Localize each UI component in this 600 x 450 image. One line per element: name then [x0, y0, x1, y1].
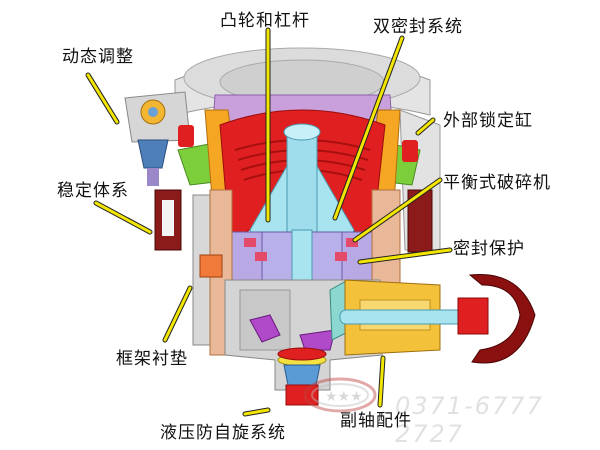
label-frame-liner: 框架衬垫 — [116, 349, 188, 369]
pointer-arrows-yellow — [86, 28, 452, 416]
crusher-body — [124, 47, 536, 406]
label-hydraulic-anti-spin-system: 液压防自旋系统 — [160, 423, 286, 443]
label-cam-and-lever: 凸轮和杠杆 — [220, 11, 310, 31]
watermark-phone: 0371-6777 2727 — [395, 392, 544, 448]
label-seal-protection: 密封保护 — [453, 239, 525, 259]
watermark-logo-icon: ★★★ — [303, 377, 377, 413]
label-external-locking-cylinder: 外部锁定缸 — [443, 111, 533, 131]
label-countershaft-assembly: 副轴配件 — [340, 411, 412, 431]
label-stabilizing-system: 稳定体系 — [57, 181, 129, 201]
svg-text:★★★: ★★★ — [325, 389, 363, 405]
label-balanced-crusher: 平衡式破碎机 — [443, 173, 551, 193]
label-dynamic-adjustment: 动态调整 — [62, 47, 134, 67]
label-double-seal-system: 双密封系统 — [373, 17, 463, 37]
